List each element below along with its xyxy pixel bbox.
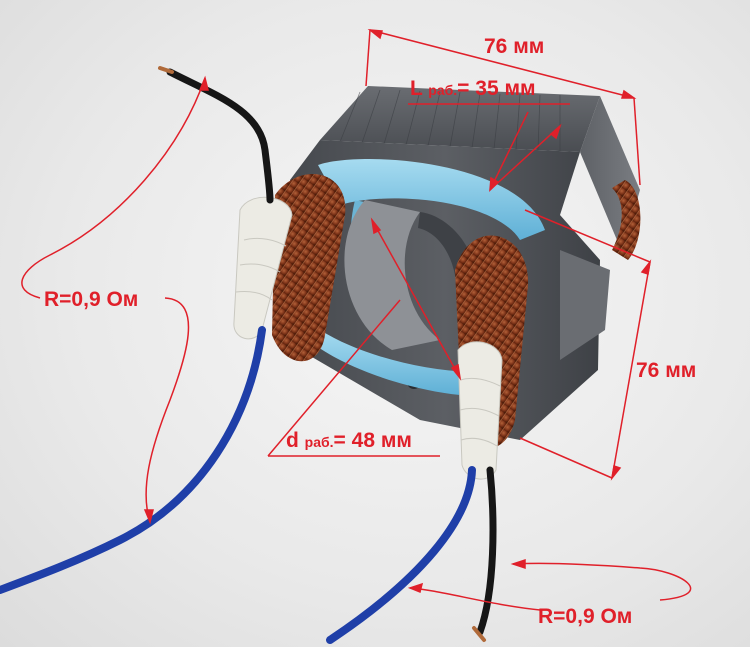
annotation-lines: [21, 29, 692, 611]
arrowhead: [621, 89, 637, 99]
height-dimension-line: [611, 261, 651, 479]
length-extension: [489, 125, 561, 191]
blue-wire-right: [326, 466, 476, 644]
length-prefix: L: [410, 77, 423, 100]
working-diameter-label: d раб.= 48 мм: [286, 430, 412, 451]
resistance-leader-right: [512, 562, 692, 601]
length-subscript: раб.: [428, 82, 458, 98]
copper-coil-back: [612, 180, 641, 260]
core-top-face: [320, 86, 600, 152]
resistance-leader-top: [21, 77, 206, 299]
diameter-prefix: d: [286, 429, 299, 452]
arrowhead: [143, 509, 154, 525]
arrowhead: [549, 123, 562, 140]
diameter-value: = 48 мм: [333, 429, 412, 452]
arrowhead: [198, 75, 209, 91]
bore-surface: [344, 200, 440, 350]
height-extension-top: [524, 209, 651, 263]
wire-tip-top: [158, 66, 174, 74]
width-label: 76 мм: [484, 35, 545, 58]
arrowhead: [450, 363, 462, 381]
resistance-leader-bottom: [145, 297, 190, 523]
working-length-label: L раб.= 35 мм: [410, 78, 536, 99]
length-value: = 35 мм: [457, 77, 536, 100]
resistance-label-top: R=0,9 Ом: [44, 288, 139, 311]
insulation-lower: [315, 330, 470, 395]
arrowhead: [407, 582, 424, 594]
diameter-subscript: раб.: [304, 434, 334, 450]
arrowhead: [510, 558, 526, 570]
width-dimension-line: [369, 29, 635, 99]
length-dimension-line: [489, 111, 529, 191]
sleeve-left: [233, 196, 293, 340]
arrowhead: [489, 176, 500, 192]
wire-tip-bottom: [472, 626, 486, 642]
arrowhead: [610, 465, 622, 481]
height-extension-bottom: [519, 437, 613, 479]
resistance-label-bottom: R=0,9 Ом: [538, 605, 633, 628]
arrowhead: [367, 29, 383, 40]
diameter-leader: [267, 299, 401, 457]
black-wire-top: [166, 68, 274, 204]
height-label: 76 мм: [636, 359, 697, 382]
blue-wire-left: [0, 326, 266, 594]
sleeve-right: [457, 341, 503, 480]
insulation-upper: [318, 158, 545, 240]
arrowhead: [370, 217, 382, 235]
diameter-dimension-line: [371, 219, 461, 379]
width-extension-left: [365, 29, 371, 87]
tie-sleeves: [233, 196, 503, 480]
black-wire-bottom: [476, 466, 497, 636]
arrowhead: [640, 259, 652, 275]
width-extension-right: [633, 97, 641, 186]
core-right-block: [560, 250, 610, 360]
resistance-leader-left: [409, 587, 541, 611]
